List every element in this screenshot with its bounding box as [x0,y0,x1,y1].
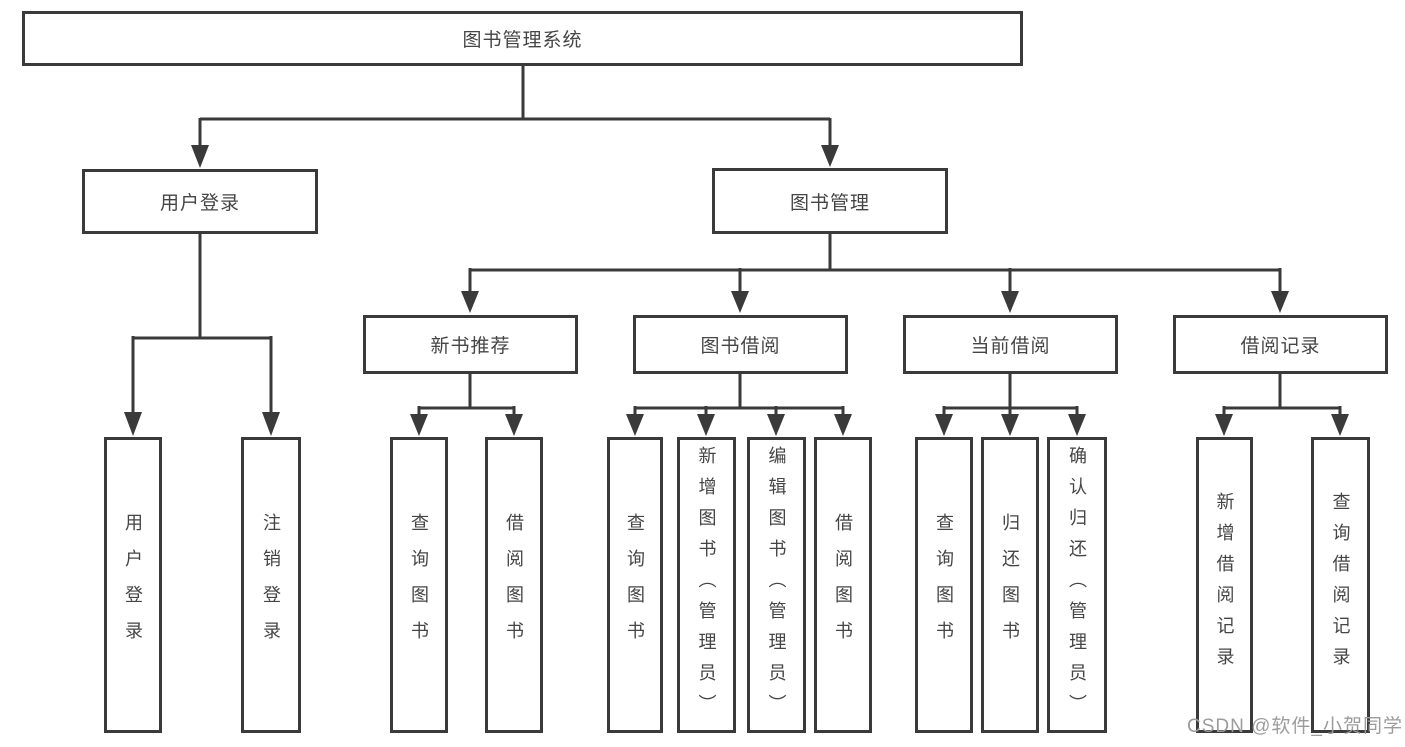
leaf-nb-borrow-books: 借阅图书 [485,437,543,733]
node-book-mgmt: 图书管理 [712,168,948,234]
leaf-br-add-record: 新增借阅记录 [1196,437,1253,733]
leaf-nb-query-books: 查询图书 [390,437,448,733]
node-user-login-label: 用户登录 [159,193,240,214]
node-borrow-records-label: 借阅记录 [1240,336,1321,357]
node-root-label: 图书管理系统 [462,30,583,51]
node-root: 图书管理系统 [22,11,1023,66]
leaf-bb-add-books-admin-label: 新增图书（管理员） [696,445,717,725]
leaf-bb-borrow-books-label: 借阅图书 [833,513,853,657]
leaf-user-login-label: 用户登录 [123,513,143,657]
leaf-bb-edit-books-admin-label: 编辑图书（管理员） [766,445,787,725]
leaf-bb-edit-books-admin: 编辑图书（管理员） [747,437,806,733]
node-book-borrow-label: 图书借阅 [700,336,781,357]
node-new-books: 新书推荐 [363,315,578,374]
leaf-br-add-record-label: 新增借阅记录 [1214,492,1235,678]
csdn-watermark: CSDN @软件_小贺同学 [1187,716,1403,737]
leaf-cb-confirm-return-admin: 确认归还（管理员） [1047,437,1107,733]
node-book-mgmt-label: 图书管理 [789,192,870,214]
leaf-bb-query-books: 查询图书 [607,437,663,733]
leaf-nb-borrow-books-label: 借阅图书 [504,513,524,657]
leaf-br-query-record-label: 查询借阅记录 [1330,492,1351,678]
node-current-borrow: 当前借阅 [903,315,1118,374]
node-new-books-label: 新书推荐 [430,336,511,357]
leaf-bb-borrow-books: 借阅图书 [814,437,872,733]
leaf-logout-label: 注销登录 [261,513,281,657]
leaf-nb-query-books-label: 查询图书 [409,513,429,657]
leaf-bb-query-books-label: 查询图书 [625,513,645,657]
leaf-bb-add-books-admin: 新增图书（管理员） [677,437,736,733]
leaf-br-query-record: 查询借阅记录 [1311,437,1370,733]
leaf-logout: 注销登录 [241,437,301,733]
node-current-borrow-label: 当前借阅 [970,336,1051,357]
leaf-cb-query-books: 查询图书 [915,437,973,733]
leaf-cb-return-books: 归还图书 [981,437,1039,733]
node-book-borrow: 图书借阅 [633,315,848,374]
node-borrow-records: 借阅记录 [1173,315,1388,374]
leaf-cb-query-books-label: 查询图书 [934,513,954,657]
node-user-login: 用户登录 [82,169,318,234]
leaf-user-login: 用户登录 [104,437,162,733]
leaf-cb-return-books-label: 归还图书 [1000,513,1020,657]
leaf-cb-confirm-return-admin-label: 确认归还（管理员） [1067,445,1087,725]
